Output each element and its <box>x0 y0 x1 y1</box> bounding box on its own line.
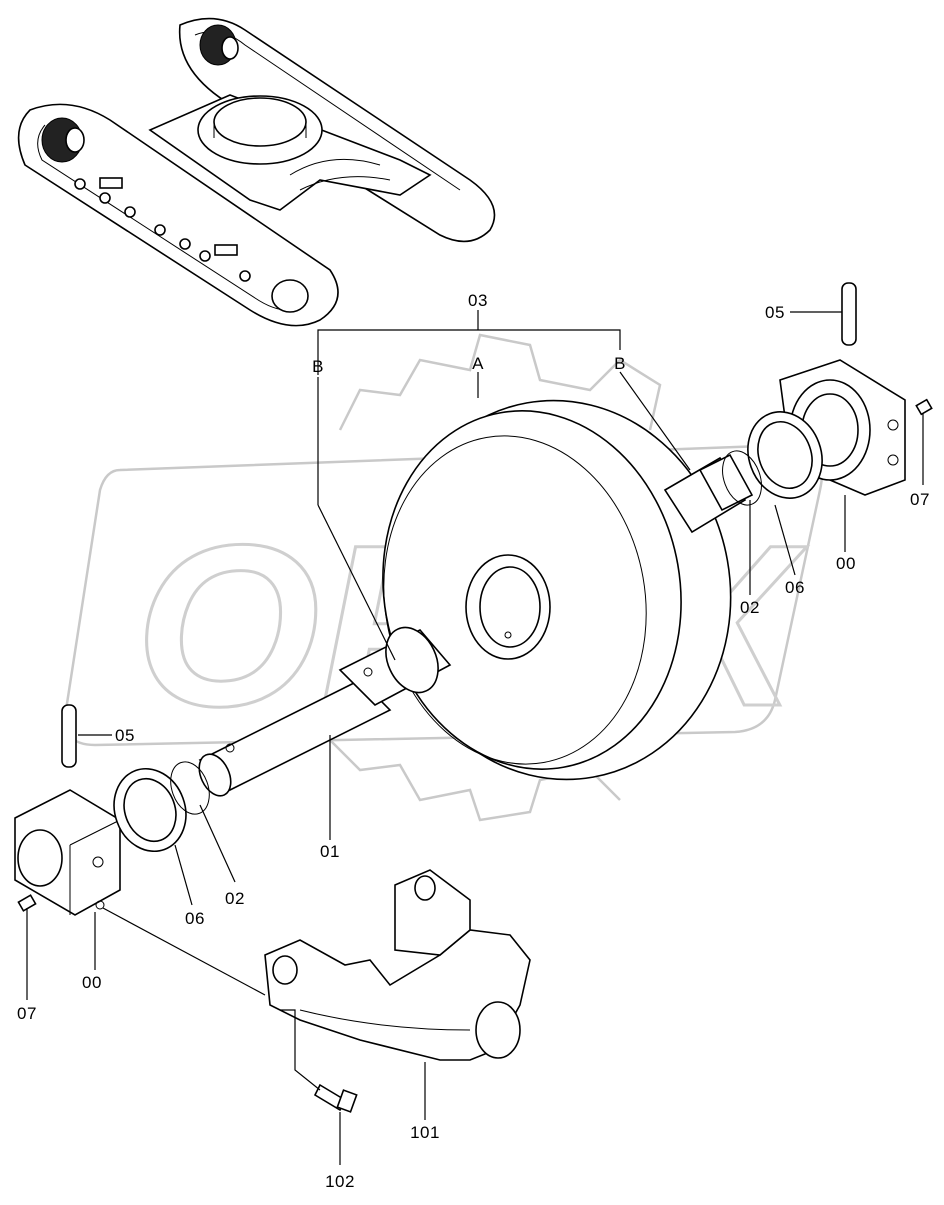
callout-labels: 03 A B B 05 05 07 07 00 00 02 02 06 06 0… <box>17 291 930 1191</box>
callout-00-left: 00 <box>82 973 102 992</box>
callout-07-right: 07 <box>910 490 930 509</box>
seals <box>113 411 823 853</box>
shaft <box>198 453 754 797</box>
callout-B-left: B <box>312 357 324 376</box>
idler-wheel <box>382 399 732 781</box>
callout-02-left: 02 <box>225 889 245 908</box>
callout-A: A <box>472 354 484 373</box>
callout-101: 101 <box>410 1123 440 1142</box>
callout-06-left: 06 <box>185 909 205 928</box>
leader-lines <box>26 310 924 1165</box>
callout-102: 102 <box>325 1172 355 1191</box>
bolt <box>313 1083 358 1113</box>
left-bracket <box>14 789 121 916</box>
callout-02-right: 02 <box>740 598 760 617</box>
callout-06-right: 06 <box>785 578 805 597</box>
callout-07-left: 07 <box>17 1004 37 1023</box>
callout-00-right: 00 <box>836 554 856 573</box>
callout-B-right: B <box>614 354 626 373</box>
callout-03: 03 <box>468 291 488 310</box>
callout-05-lower: 05 <box>115 726 135 745</box>
callout-01: 01 <box>320 842 340 861</box>
yoke <box>264 869 531 1061</box>
pins-and-screws <box>17 282 933 912</box>
callout-05-upper: 05 <box>765 303 785 322</box>
track-frame-illustration <box>17 17 496 327</box>
